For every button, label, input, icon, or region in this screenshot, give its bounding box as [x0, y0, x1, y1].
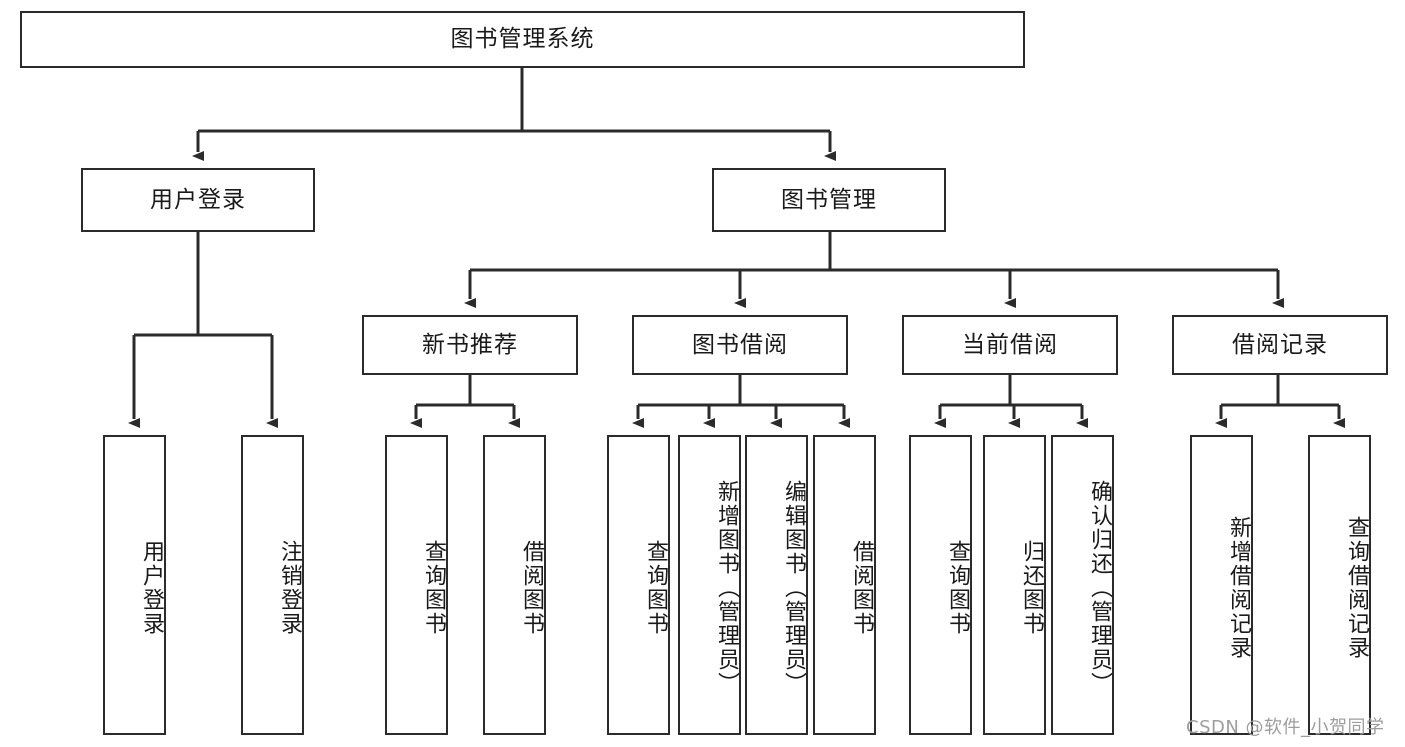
node-leaf-borrow-query-book[interactable]: 查询图书 [607, 435, 670, 735]
node-leaf-borrow-book-label: 借阅图书 [849, 540, 874, 636]
node-book-borrow[interactable]: 图书借阅 [632, 315, 848, 375]
node-book-manage[interactable]: 图书管理 [712, 168, 946, 232]
node-leaf-query-borrow-record-label: 查询借阅记录 [1344, 516, 1369, 660]
node-leaf-user-login-label: 用户登录 [139, 540, 164, 636]
node-leaf-return-book[interactable]: 归还图书 [983, 435, 1046, 735]
node-leaf-borrow-query-book-label: 查询图书 [643, 540, 668, 636]
node-current-borrow[interactable]: 当前借阅 [902, 315, 1118, 375]
node-leaf-rec-query-book[interactable]: 查询图书 [385, 435, 448, 735]
node-leaf-add-borrow-record[interactable]: 新增借阅记录 [1190, 435, 1253, 735]
node-borrow-record-label: 借阅记录 [1232, 331, 1328, 358]
node-leaf-confirm-return-admin-label: 确认归还（管理员） [1087, 480, 1112, 696]
node-current-borrow-label: 当前借阅 [962, 331, 1058, 358]
node-leaf-borrow-book[interactable]: 借阅图书 [813, 435, 876, 735]
node-leaf-cur-query-book-label: 查询图书 [945, 540, 970, 636]
node-leaf-rec-query-book-label: 查询图书 [421, 540, 446, 636]
node-leaf-rec-borrow-book[interactable]: 借阅图书 [483, 435, 546, 735]
watermark-text: CSDN @软件_小贺同学 [1186, 717, 1385, 738]
node-leaf-add-borrow-record-label: 新增借阅记录 [1226, 516, 1251, 660]
node-user-login-label: 用户登录 [150, 186, 246, 213]
node-leaf-return-book-label: 归还图书 [1019, 540, 1044, 636]
node-new-book-rec-label: 新书推荐 [422, 331, 518, 358]
node-leaf-edit-book-admin[interactable]: 编辑图书（管理员） [745, 435, 808, 735]
node-leaf-add-book-admin[interactable]: 新增图书（管理员） [678, 435, 741, 735]
node-book-borrow-label: 图书借阅 [692, 331, 788, 358]
node-leaf-rec-borrow-book-label: 借阅图书 [519, 540, 544, 636]
node-leaf-logout[interactable]: 注销登录 [241, 435, 304, 735]
node-leaf-user-login[interactable]: 用户登录 [103, 435, 166, 735]
node-leaf-confirm-return-admin[interactable]: 确认归还（管理员） [1051, 435, 1114, 735]
node-leaf-add-book-admin-label: 新增图书（管理员） [714, 480, 739, 696]
node-root[interactable]: 图书管理系统 [20, 11, 1025, 68]
node-book-manage-label: 图书管理 [781, 186, 877, 213]
node-leaf-logout-label: 注销登录 [277, 540, 302, 636]
node-leaf-cur-query-book[interactable]: 查询图书 [909, 435, 972, 735]
node-borrow-record[interactable]: 借阅记录 [1172, 315, 1388, 375]
node-leaf-query-borrow-record[interactable]: 查询借阅记录 [1308, 435, 1371, 735]
node-new-book-rec[interactable]: 新书推荐 [362, 315, 578, 375]
node-user-login[interactable]: 用户登录 [81, 168, 315, 232]
node-root-label: 图书管理系统 [450, 26, 595, 52]
node-leaf-edit-book-admin-label: 编辑图书（管理员） [781, 480, 806, 696]
